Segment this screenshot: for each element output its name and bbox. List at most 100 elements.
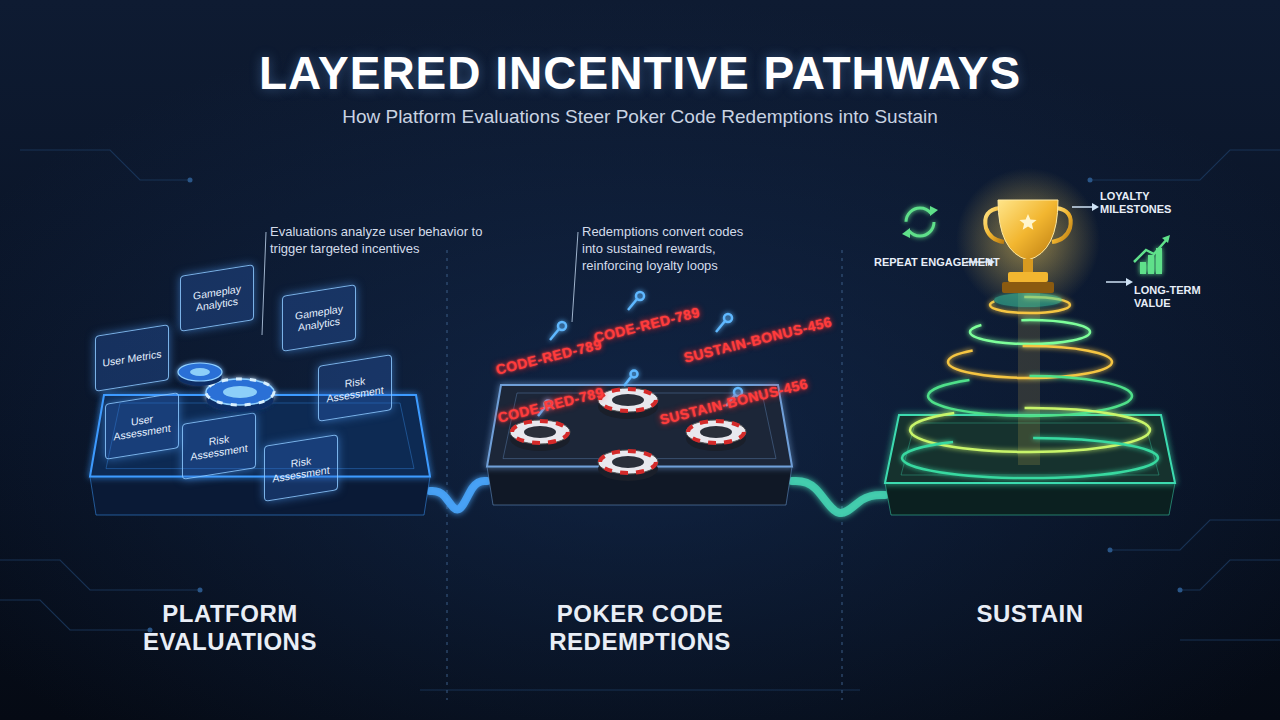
loyalty-spiral — [928, 376, 1132, 416]
key-icon — [636, 292, 644, 300]
poker-chip — [206, 379, 274, 405]
poker-chip — [688, 421, 744, 443]
divider-line — [447, 250, 842, 700]
node-label: SUSTAIN — [910, 600, 1150, 628]
node-label: POKER CODE REDEMPTIONS — [490, 600, 790, 657]
analytics-panel: Risk Assessment — [264, 434, 338, 502]
poker-chip — [598, 450, 658, 474]
pointer-arrow — [966, 207, 1126, 282]
panel-text: Gameplay Analytics — [286, 301, 352, 336]
key-icon — [550, 329, 559, 340]
trophy-pedestal — [994, 293, 1062, 307]
panel-text: Risk Assessment — [186, 429, 252, 464]
analytics-panel: Risk Assessment — [318, 354, 392, 422]
growth-chart-icon — [1156, 248, 1162, 274]
trophy — [985, 200, 1070, 293]
poker-chip — [686, 427, 746, 451]
poker-chip — [190, 368, 210, 376]
growth-chart-icon — [1162, 235, 1170, 243]
platform-slab: PLATFORM EVALUATIONSGameplay AnalyticsGa… — [90, 395, 430, 515]
circuit-trace — [0, 600, 150, 630]
callout-note: Evaluations analyze user behavior to tri… — [270, 224, 510, 258]
poker-chip — [524, 426, 556, 438]
diagram-caption: How Platform Evaluations Steer Poker Cod… — [0, 106, 1280, 128]
circuit-node — [198, 588, 203, 593]
circuit-node — [1178, 588, 1183, 593]
poker-chip — [686, 420, 746, 451]
icon-label: LOYALTY MILESTONES — [1100, 190, 1200, 216]
callout-note: Redemptions convert codes into sustained… — [582, 224, 767, 275]
leader-line — [572, 232, 578, 322]
slab-front — [487, 467, 792, 505]
slab-edge-glow — [96, 514, 424, 517]
pointer-arrow — [1072, 206, 1092, 208]
divider-line — [842, 250, 843, 700]
node-label: PLATFORM EVALUATIONS — [100, 600, 360, 657]
pointer-arrow — [988, 203, 1133, 286]
trophy — [1052, 208, 1071, 242]
key-icon — [716, 321, 725, 332]
poker-chip — [178, 363, 222, 381]
circuit-trace — [0, 150, 1280, 690]
poker-chip — [510, 420, 570, 451]
circuit-node — [1088, 178, 1093, 183]
loyalty-spiral — [902, 297, 1158, 478]
icon-label: REPEAT ENGAGEMENT — [874, 256, 1000, 269]
panel-text: Risk Assessment — [268, 451, 334, 486]
trophy — [998, 200, 1058, 260]
loyalty-spiral — [990, 297, 1070, 313]
slab-edge-glow — [891, 514, 1169, 517]
slab-front — [885, 483, 1175, 515]
light-beam — [1018, 290, 1040, 465]
poker-chip — [512, 421, 568, 443]
repeat-icon — [906, 208, 934, 236]
diagram-title: LAYERED INCENTIVE PATHWAYS — [0, 46, 1280, 100]
key-icon — [624, 377, 631, 386]
divider-line — [447, 250, 448, 700]
slab-inner-rim — [901, 423, 1159, 475]
poker-chip — [598, 450, 658, 481]
loyalty-spiral — [910, 408, 1150, 452]
trophy — [985, 208, 1004, 242]
pointer-arrow — [1092, 203, 1099, 211]
pointer-arrow — [1106, 281, 1126, 283]
repeat-icon — [906, 208, 934, 236]
key-icon — [631, 371, 638, 378]
key-icon — [628, 299, 637, 310]
pointer-arrow — [1126, 278, 1133, 286]
loyalty-spiral — [948, 346, 1112, 378]
poker-chip — [598, 388, 658, 419]
poker-chip — [686, 420, 746, 444]
platform-slab: SUSTAIN — [885, 415, 1175, 515]
analytics-panel: User Metrics — [95, 324, 169, 392]
analytics-panel: Gameplay Analytics — [282, 284, 356, 352]
poker-chip — [223, 386, 257, 398]
poker-chip — [510, 427, 570, 451]
poker-chip — [600, 389, 656, 411]
slab-outline — [885, 415, 1175, 515]
growth-chart-icon — [1148, 255, 1154, 274]
loyalty-spiral — [902, 438, 1158, 478]
panel-text: User Metrics — [103, 347, 162, 368]
trophy-star — [1019, 214, 1036, 230]
poker-chip — [612, 456, 644, 468]
panel-text: Risk Assessment — [322, 371, 388, 406]
circuit-trace — [1110, 520, 1280, 550]
slab-edge-glow — [493, 504, 786, 507]
poker-chip — [600, 451, 656, 473]
bonus-code: CODE-RED-789 — [592, 304, 701, 346]
poker-chip — [178, 368, 222, 386]
poker-chip — [700, 426, 732, 438]
icon-label: LONG-TERM VALUE — [1134, 284, 1208, 310]
bonus-code: CODE-RED-789 — [496, 384, 605, 426]
trophy — [1023, 259, 1033, 273]
slab-top — [885, 415, 1175, 483]
circuit-trace — [1180, 639, 1280, 640]
bonus-code: SUSTAIN-BONUS-456 — [658, 375, 810, 427]
circuit-trace — [420, 689, 860, 690]
panel-text: Gameplay Analytics — [184, 281, 250, 316]
bonus-code: SUSTAIN-BONUS-456 — [682, 313, 834, 365]
